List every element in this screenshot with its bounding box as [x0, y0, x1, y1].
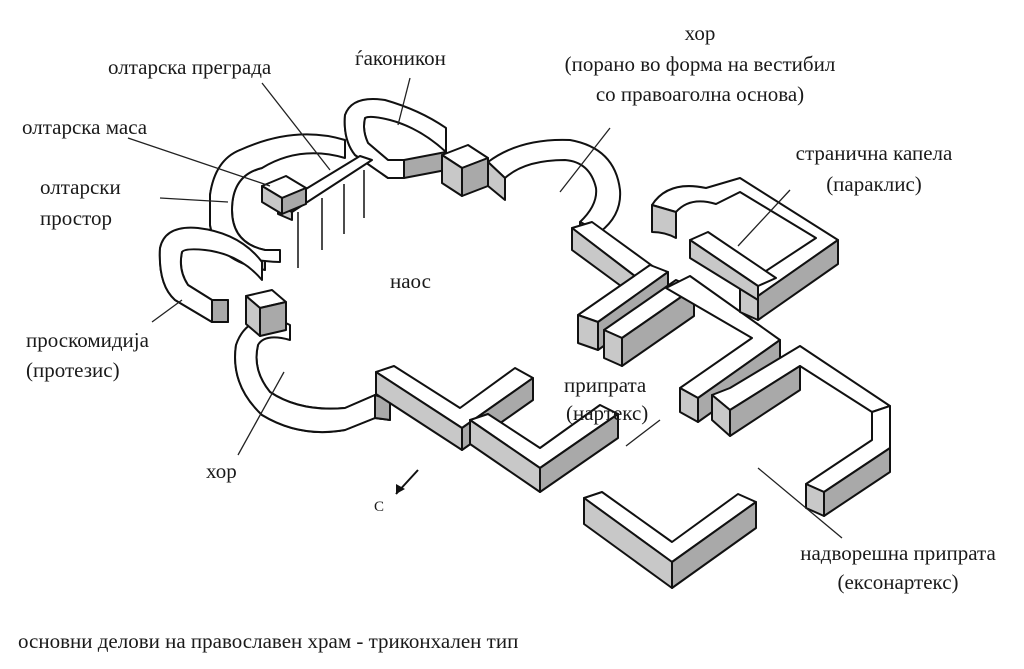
altar-screen	[277, 155, 373, 268]
label-choir-note-1: (порано во форма на вестибил	[565, 52, 836, 76]
north-arrow-icon	[395, 469, 419, 495]
north-label: С	[374, 499, 384, 515]
label-choir-note-2: со правоаголна основа)	[596, 82, 804, 106]
label-diakonikon: ѓаконикон	[355, 46, 446, 70]
diakonikon-pier	[441, 144, 489, 197]
diakonikon-apse	[343, 98, 447, 179]
west-pier	[245, 289, 287, 337]
label-exonarthex-1: надворешна припрата	[800, 541, 996, 565]
label-choir-south: хор	[206, 459, 237, 483]
altar-table	[261, 175, 307, 215]
label-altar-space-1: олтарски	[40, 175, 121, 199]
label-naos: наос	[390, 269, 431, 293]
label-proskomidia-1: проскомидија	[26, 328, 150, 352]
exonarthex-walls	[583, 275, 891, 589]
narthex-inner-wall	[469, 404, 619, 493]
label-proskomidia-2: (протезис)	[26, 358, 120, 382]
label-narthex-1: припрата	[564, 373, 647, 397]
leader-lines	[127, 77, 843, 539]
label-side-chapel-2: (параклис)	[826, 172, 922, 196]
label-side-chapel-1: странична капела	[796, 141, 953, 165]
label-altar-screen: олтарска преграда	[108, 55, 272, 79]
label-altar-table: олтарска маса	[22, 115, 148, 139]
proskomidia-apse	[158, 226, 263, 323]
label-narthex-2: (нартекс)	[566, 401, 648, 425]
side-chapel-walls	[651, 177, 839, 321]
label-exonarthex-2: (ексонартекс)	[837, 570, 958, 594]
label-choir-north: хор	[685, 21, 716, 45]
label-altar-space-2: простор	[40, 206, 112, 230]
narthex-east-wall	[571, 221, 695, 367]
diagram-caption: основни делови на православен храм - три…	[18, 629, 518, 653]
